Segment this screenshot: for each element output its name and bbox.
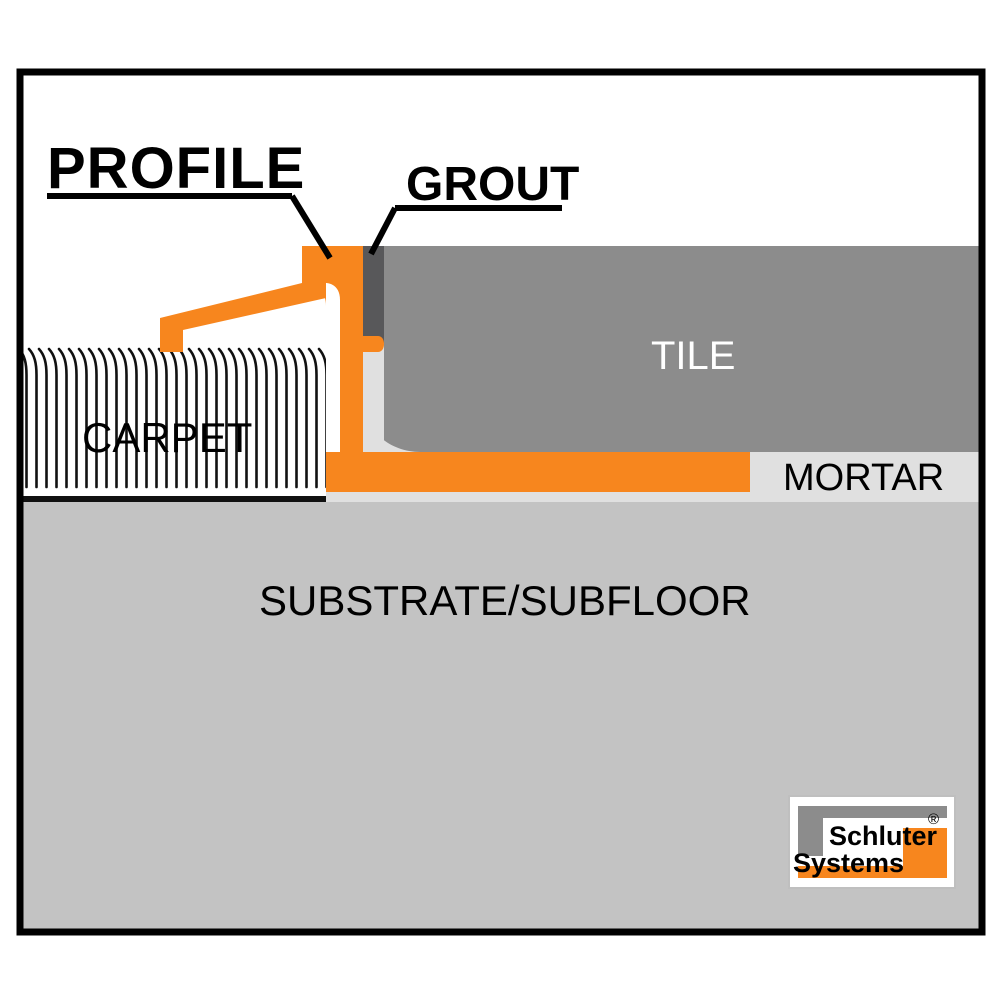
grout-label: GROUT bbox=[406, 158, 579, 211]
tile-layer bbox=[384, 246, 982, 452]
grout-layer bbox=[358, 246, 384, 343]
registered-trademark-icon: ® bbox=[928, 811, 939, 828]
profile-grout-lip bbox=[363, 336, 384, 352]
mortar-label: MORTAR bbox=[783, 457, 944, 499]
substrate-label: SUBSTRATE/SUBFLOOR bbox=[259, 577, 751, 624]
profile-carpet-arm bbox=[160, 246, 326, 352]
diagram-frame bbox=[16, 68, 986, 936]
grout-leader-line bbox=[368, 206, 398, 256]
schluter-systems-logo: Schluter Systems ® bbox=[788, 795, 956, 889]
carpet-base-line bbox=[20, 496, 326, 502]
profile-base-inner-fillet bbox=[363, 400, 420, 452]
profile-base-left-edge bbox=[326, 452, 340, 492]
logo-line2: Systems bbox=[793, 848, 904, 878]
profile-stem-inner-relief bbox=[326, 283, 340, 492]
carpet-layer bbox=[20, 346, 326, 502]
profile-arm-root-radius bbox=[302, 283, 326, 306]
logo-line1: Schluter bbox=[829, 821, 938, 851]
profile-label: PROFILE bbox=[47, 136, 305, 201]
carpet-label: CARPET bbox=[82, 414, 252, 461]
profile-leader-line bbox=[289, 194, 333, 260]
profile-body bbox=[326, 246, 750, 492]
tile-label: TILE bbox=[651, 334, 735, 378]
